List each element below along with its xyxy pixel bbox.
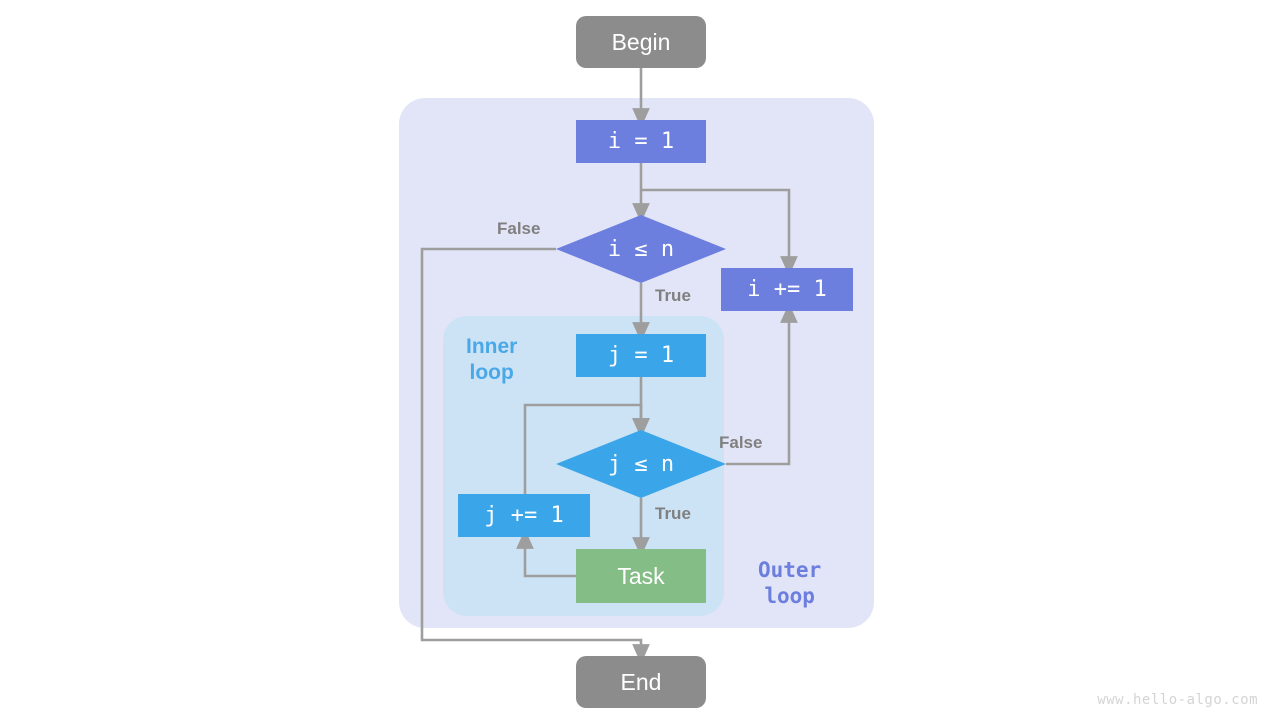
inner-loop-group-label: Inner loop	[466, 335, 518, 385]
node-j-init	[576, 334, 706, 377]
node-i-cond	[556, 215, 726, 283]
inner-true-label: True	[655, 504, 691, 523]
node-task	[576, 549, 706, 603]
edge-i-cond-false	[420, 247, 650, 664]
node-end	[576, 656, 706, 708]
edges-layer	[420, 68, 798, 664]
outer-loop-group-label: Outer loop	[758, 558, 822, 609]
edge-i-incr-to-i-cond	[641, 188, 798, 276]
watermark: www.hello-algo.com	[1097, 692, 1258, 708]
inner-false-label: False	[719, 433, 763, 452]
edge-task-to-j-incr	[516, 529, 576, 578]
node-begin	[576, 16, 706, 68]
node-j-cond	[556, 430, 726, 498]
edge-j-incr-to-j-cond	[523, 403, 650, 494]
node-i-incr	[721, 268, 853, 311]
nodes-layer	[458, 16, 853, 708]
edge-j-cond-false	[726, 303, 798, 466]
outer-true-label: True	[655, 286, 691, 305]
node-i-init	[576, 120, 706, 163]
node-j-incr	[458, 494, 590, 537]
outer-false-label: False	[497, 219, 541, 238]
